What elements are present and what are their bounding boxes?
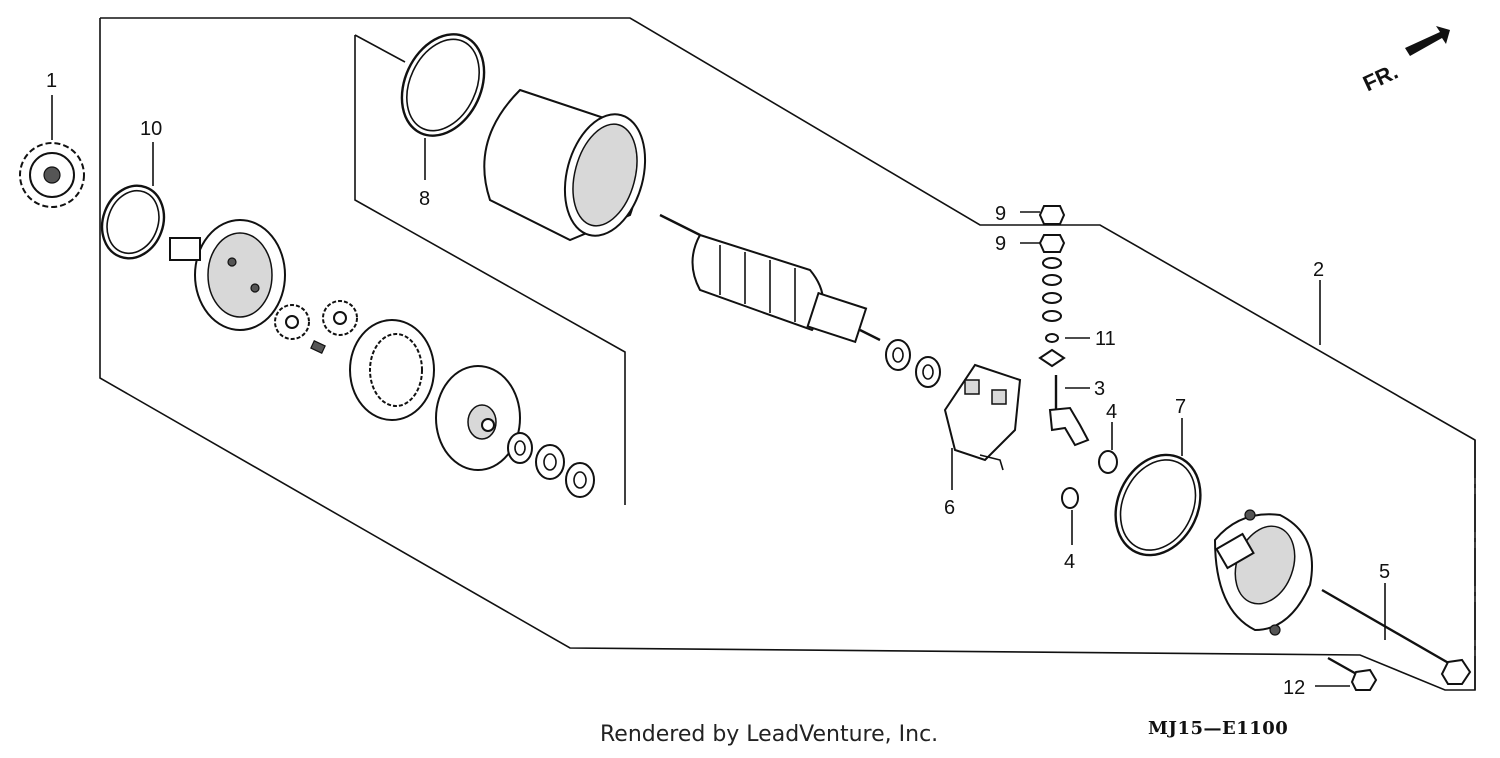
assembly-frame-lines xyxy=(99,17,1476,691)
planetary-gears xyxy=(274,300,358,354)
front-label: FR. xyxy=(1359,59,1402,97)
callout-9-lower: 9 xyxy=(995,233,1006,255)
short-bolt-part-12 xyxy=(1315,656,1378,691)
callout-3: 3 xyxy=(1094,378,1105,400)
reduction-plate xyxy=(435,365,521,471)
rear-cover xyxy=(1213,509,1313,636)
callout-7: 7 xyxy=(1175,396,1186,418)
pinion-gear-part xyxy=(19,95,85,208)
callout-1: 1 xyxy=(46,70,57,92)
long-bolt-part-5 xyxy=(1321,583,1472,685)
washer-stack-left xyxy=(507,432,595,498)
callout-2: 2 xyxy=(1313,259,1324,281)
o-ring-part-7 xyxy=(1114,418,1202,557)
callout-9-upper: 9 xyxy=(995,203,1006,225)
washer-stack-right xyxy=(885,339,941,388)
motor-yoke xyxy=(483,88,647,242)
o-ring-part-10 xyxy=(100,142,166,260)
diagram-code: MJ15—E1100 xyxy=(1148,718,1289,739)
callout-8: 8 xyxy=(419,188,430,210)
o-ring-part-8 xyxy=(400,33,486,180)
front-direction-arrow xyxy=(1405,26,1450,56)
terminal-hardware-stack xyxy=(1020,205,1090,447)
callout-12: 12 xyxy=(1283,677,1305,699)
callout-10: 10 xyxy=(140,118,162,140)
internal-ring-gear xyxy=(349,319,435,421)
front-cover-part xyxy=(169,219,286,331)
callout-5: 5 xyxy=(1379,561,1390,583)
render-credit: Rendered by LeadVenture, Inc. xyxy=(600,722,939,747)
callout-4-lower: 4 xyxy=(1064,551,1075,573)
brush-holder-part-6 xyxy=(943,363,1022,490)
callout-4-upper: 4 xyxy=(1106,401,1117,423)
nut-part-4-upper xyxy=(1098,422,1118,474)
callout-11: 11 xyxy=(1095,328,1116,350)
callout-6: 6 xyxy=(944,497,955,519)
nut-part-4-lower xyxy=(1061,487,1079,545)
armature xyxy=(659,213,881,344)
